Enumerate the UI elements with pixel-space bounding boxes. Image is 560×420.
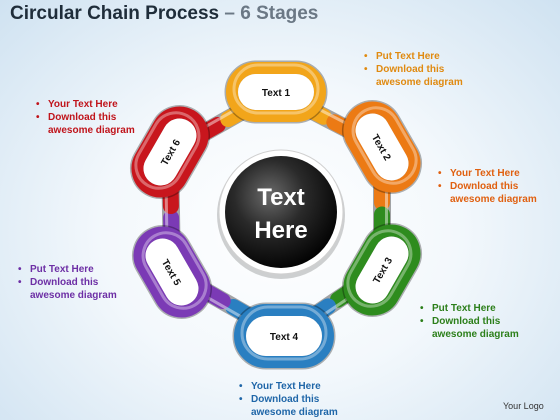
center-circle <box>225 156 337 268</box>
chain-link-1: Text 1 <box>224 60 328 124</box>
text-block-5: Put Text HereDownload this awesome diagr… <box>16 263 136 302</box>
text-block-3: Put Text HereDownload this awesome diagr… <box>418 302 538 341</box>
slide-title: Circular Chain Process – 6 Stages <box>10 3 319 24</box>
text-block-1: Put Text HereDownload this awesome diagr… <box>362 50 492 89</box>
stage-label: Text 4 <box>270 332 299 343</box>
center-label: Here <box>254 217 307 244</box>
chain-link-6: Text 6 <box>130 105 210 199</box>
chain-link-2: Text 2 <box>342 100 422 194</box>
bullet-item: Put Text Here <box>362 50 492 63</box>
bullet-item: Your Text Here <box>34 98 154 111</box>
bullet-item: Download this awesome diagram <box>237 393 357 419</box>
chain-link-3: Text 3 <box>342 223 422 317</box>
bullet-item: Put Text Here <box>16 263 136 276</box>
logo-text: Your Logo <box>503 401 544 411</box>
text-block-2: Your Text HereDownload this awesome diag… <box>436 167 556 206</box>
bullet-item: Download this awesome diagram <box>436 180 556 206</box>
chain-link-4: Text 4 <box>232 302 336 370</box>
bullet-item: Put Text Here <box>418 302 538 315</box>
chain-link-5: Text 5 <box>132 225 212 319</box>
bullet-item: Your Text Here <box>237 380 357 393</box>
bullet-item: Your Text Here <box>436 167 556 180</box>
text-block-4: Your Text HereDownload this awesome diag… <box>237 380 357 419</box>
bullet-item: Download this awesome diagram <box>16 276 136 302</box>
bullet-item: Download this awesome diagram <box>34 111 154 137</box>
bullet-item: Download this awesome diagram <box>362 63 492 89</box>
center-label: Text <box>257 184 305 211</box>
stage-label: Text 1 <box>262 88 291 99</box>
text-block-6: Your Text HereDownload this awesome diag… <box>34 98 154 137</box>
bullet-item: Download this awesome diagram <box>418 315 538 341</box>
